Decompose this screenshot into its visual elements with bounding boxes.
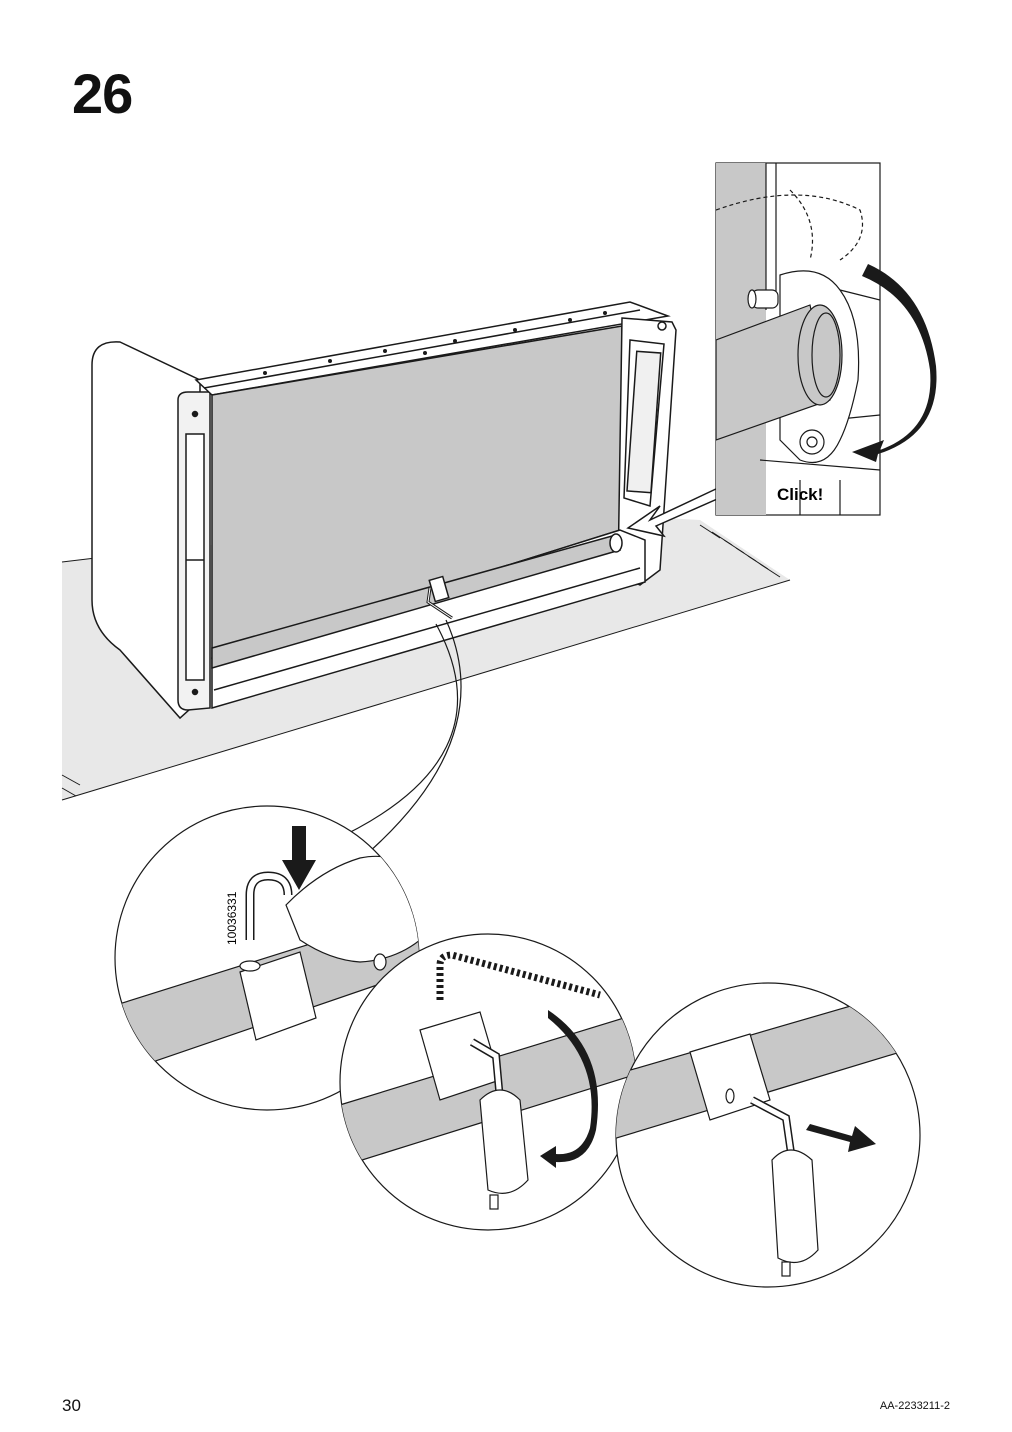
step-number: 26 [72,62,133,125]
document-code: AA-2233211-2 [879,1400,950,1412]
detail-circle-pull [615,982,921,1288]
rotate-arrow-icon [852,264,937,462]
leader-lines [329,619,462,861]
detail-circle-turn [339,933,637,1231]
rotate-arrow-icon [540,1010,598,1168]
insert-arrow-icon [626,487,726,538]
page-number: 30 [62,1396,81,1415]
part-number-label: 10036331 [225,891,239,945]
pull-arrow-icon [806,1124,876,1152]
click-label: Click! [777,485,823,504]
down-arrow-icon [282,826,316,890]
zoom-inset: Click! [715,162,937,516]
detail-circle-insert: 10036331 [114,805,420,1111]
sofa-frame [91,301,677,720]
